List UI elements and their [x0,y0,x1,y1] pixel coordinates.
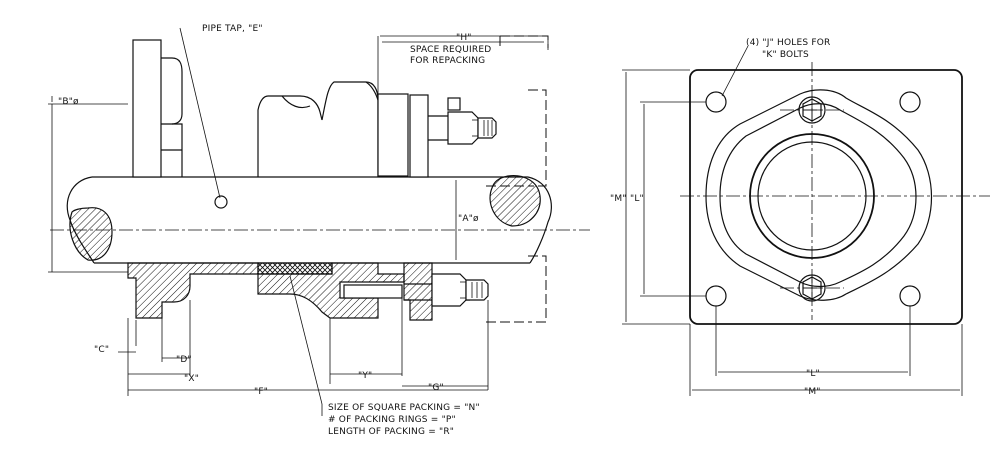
dimension-a-label: "A"ø [458,214,479,224]
dimension-b-label: "B"ø [58,97,79,107]
dimension-h [377,35,549,94]
upper-bolt-nut [447,111,479,145]
dimension-d-label: "D" [176,355,192,365]
dimension-c-label: "C" [94,345,109,355]
packing-rings-note: # OF PACKING RINGS = "P" [328,415,456,425]
pipe-tap [214,195,228,209]
lower-bolt-nut [431,273,467,307]
for-repacking-label: FOR REPACKING [410,56,485,66]
pipe-break-right [489,175,541,227]
packing-rings [257,262,333,275]
packing-note-leader [289,275,323,405]
corner-hole-top-right [899,91,921,113]
pipe-tap-label: PIPE TAP, "E" [202,24,263,34]
space-required-label: SPACE REQUIRED [410,45,491,55]
pipe-break-left [69,207,113,261]
pipe-tap-leader [179,27,221,199]
dimension-l-horizontal-label: "L" [806,369,820,379]
corner-hole-top-left [705,91,727,113]
dimension-g-label: "G" [428,383,444,393]
dimension-h-label: "H" [456,33,472,43]
end-view: (4) "J" HOLES FOR "K" BOLTS "M" "L" "L" … [610,38,990,397]
dimension-m-vertical-label: "M" [610,194,627,204]
square-flange [689,69,963,325]
gland-top [377,93,409,177]
gland-lower-section [127,262,259,319]
dimension-y-label: "Y" [358,371,372,381]
packing-size-note: SIZE OF SQUARE PACKING = "N" [328,403,480,413]
packing-length-note: LENGTH OF PACKING = "R" [328,427,454,437]
pipe [50,175,590,264]
section-view: PIPE TAP, "E" "H" SPACE REQUIRED FOR REP… [48,24,590,437]
dimension-m-horizontal-label: "M" [804,387,821,397]
holes-label-line1: (4) "J" HOLES FOR [746,38,830,48]
gland-flange-top [132,39,162,178]
dimension-x-label: "X" [184,374,199,384]
lower-section [127,262,489,321]
corner-hole-bottom-right [899,285,921,307]
corner-hole-bottom-left [705,285,727,307]
dimension-f-label: "F" [254,387,268,397]
gland-bottom-section [403,262,433,321]
oval-gland-flange [705,89,932,301]
holes-label-line2: "K" BOLTS [762,50,809,60]
upper-body [132,39,497,209]
holes-leader [721,45,749,97]
dimension-l-vertical-label: "L" [630,194,644,204]
bottom-dimensions [118,298,489,396]
dimension-b [48,96,128,273]
